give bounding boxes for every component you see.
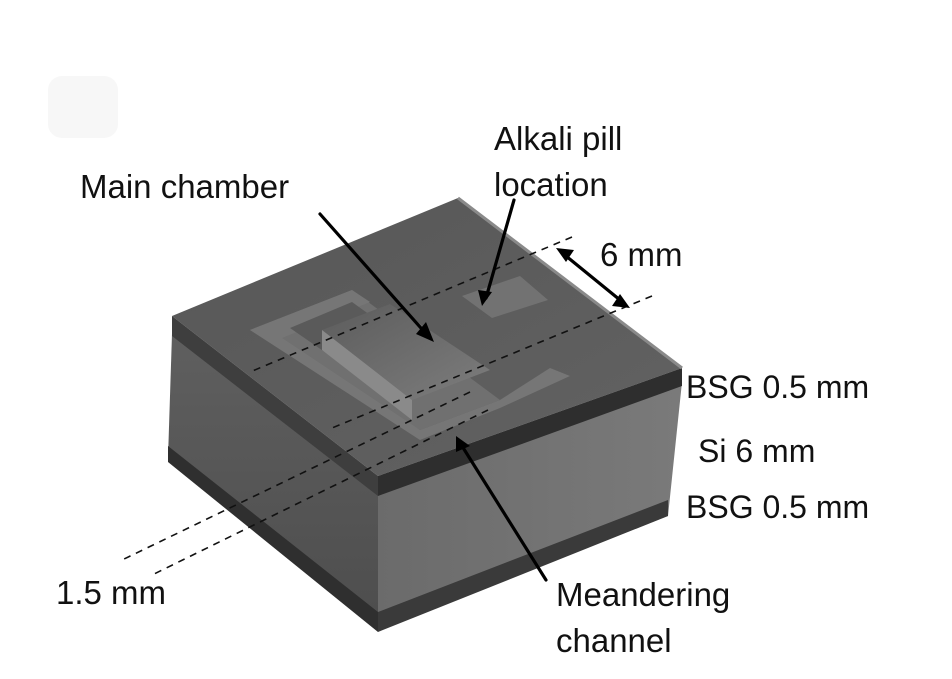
smudge-mark bbox=[48, 76, 118, 138]
glass-highlight bbox=[457, 196, 683, 370]
arrow-alkali-pill bbox=[484, 198, 516, 300]
alkali-pill-pocket bbox=[462, 276, 548, 318]
label-alkali-pill-line1: Alkali pill bbox=[494, 120, 622, 157]
arrowhead-6mm-top bbox=[556, 248, 574, 262]
main-chamber bbox=[322, 304, 490, 400]
label-alkali-pill-line2: location bbox=[494, 166, 608, 203]
front-face bbox=[168, 334, 378, 630]
label-bsg-bottom: BSG 0.5 mm bbox=[686, 489, 869, 525]
dimension-guides bbox=[121, 236, 653, 577]
arrowhead-alkali-pill bbox=[478, 290, 492, 306]
callout-arrows bbox=[318, 198, 622, 582]
arrow-meandering bbox=[460, 444, 548, 582]
label-channel-width-1.5mm: 1.5 mm bbox=[56, 574, 166, 611]
label-meandering-line1: Meandering bbox=[556, 576, 730, 613]
arrowheads bbox=[416, 248, 630, 452]
guide-6mm-lower bbox=[331, 295, 653, 429]
top-glass-front-edge bbox=[172, 316, 378, 496]
arrow-6mm bbox=[564, 254, 622, 302]
label-main-chamber: Main chamber bbox=[80, 168, 289, 205]
label-meandering-line2: channel bbox=[556, 622, 672, 659]
label-bsg-top: BSG 0.5 mm bbox=[686, 369, 869, 405]
meandering-channel-outer bbox=[250, 290, 570, 440]
main-chamber-wall bbox=[322, 330, 412, 420]
guide-6mm-upper bbox=[249, 236, 573, 373]
top-glass-right-edge bbox=[378, 368, 682, 496]
arrowhead-main-chamber bbox=[416, 322, 434, 342]
arrowhead-meandering bbox=[456, 436, 470, 452]
arrowhead-6mm-bottom bbox=[612, 294, 630, 308]
guide-1.5mm-lower bbox=[149, 409, 489, 577]
label-si-layer: Si 6 mm bbox=[698, 433, 815, 469]
bottom-glass-right bbox=[378, 500, 668, 632]
right-face bbox=[378, 382, 682, 630]
label-width-6mm: 6 mm bbox=[600, 236, 683, 273]
bottom-glass-front bbox=[168, 446, 378, 632]
arrow-main-chamber bbox=[318, 212, 430, 338]
